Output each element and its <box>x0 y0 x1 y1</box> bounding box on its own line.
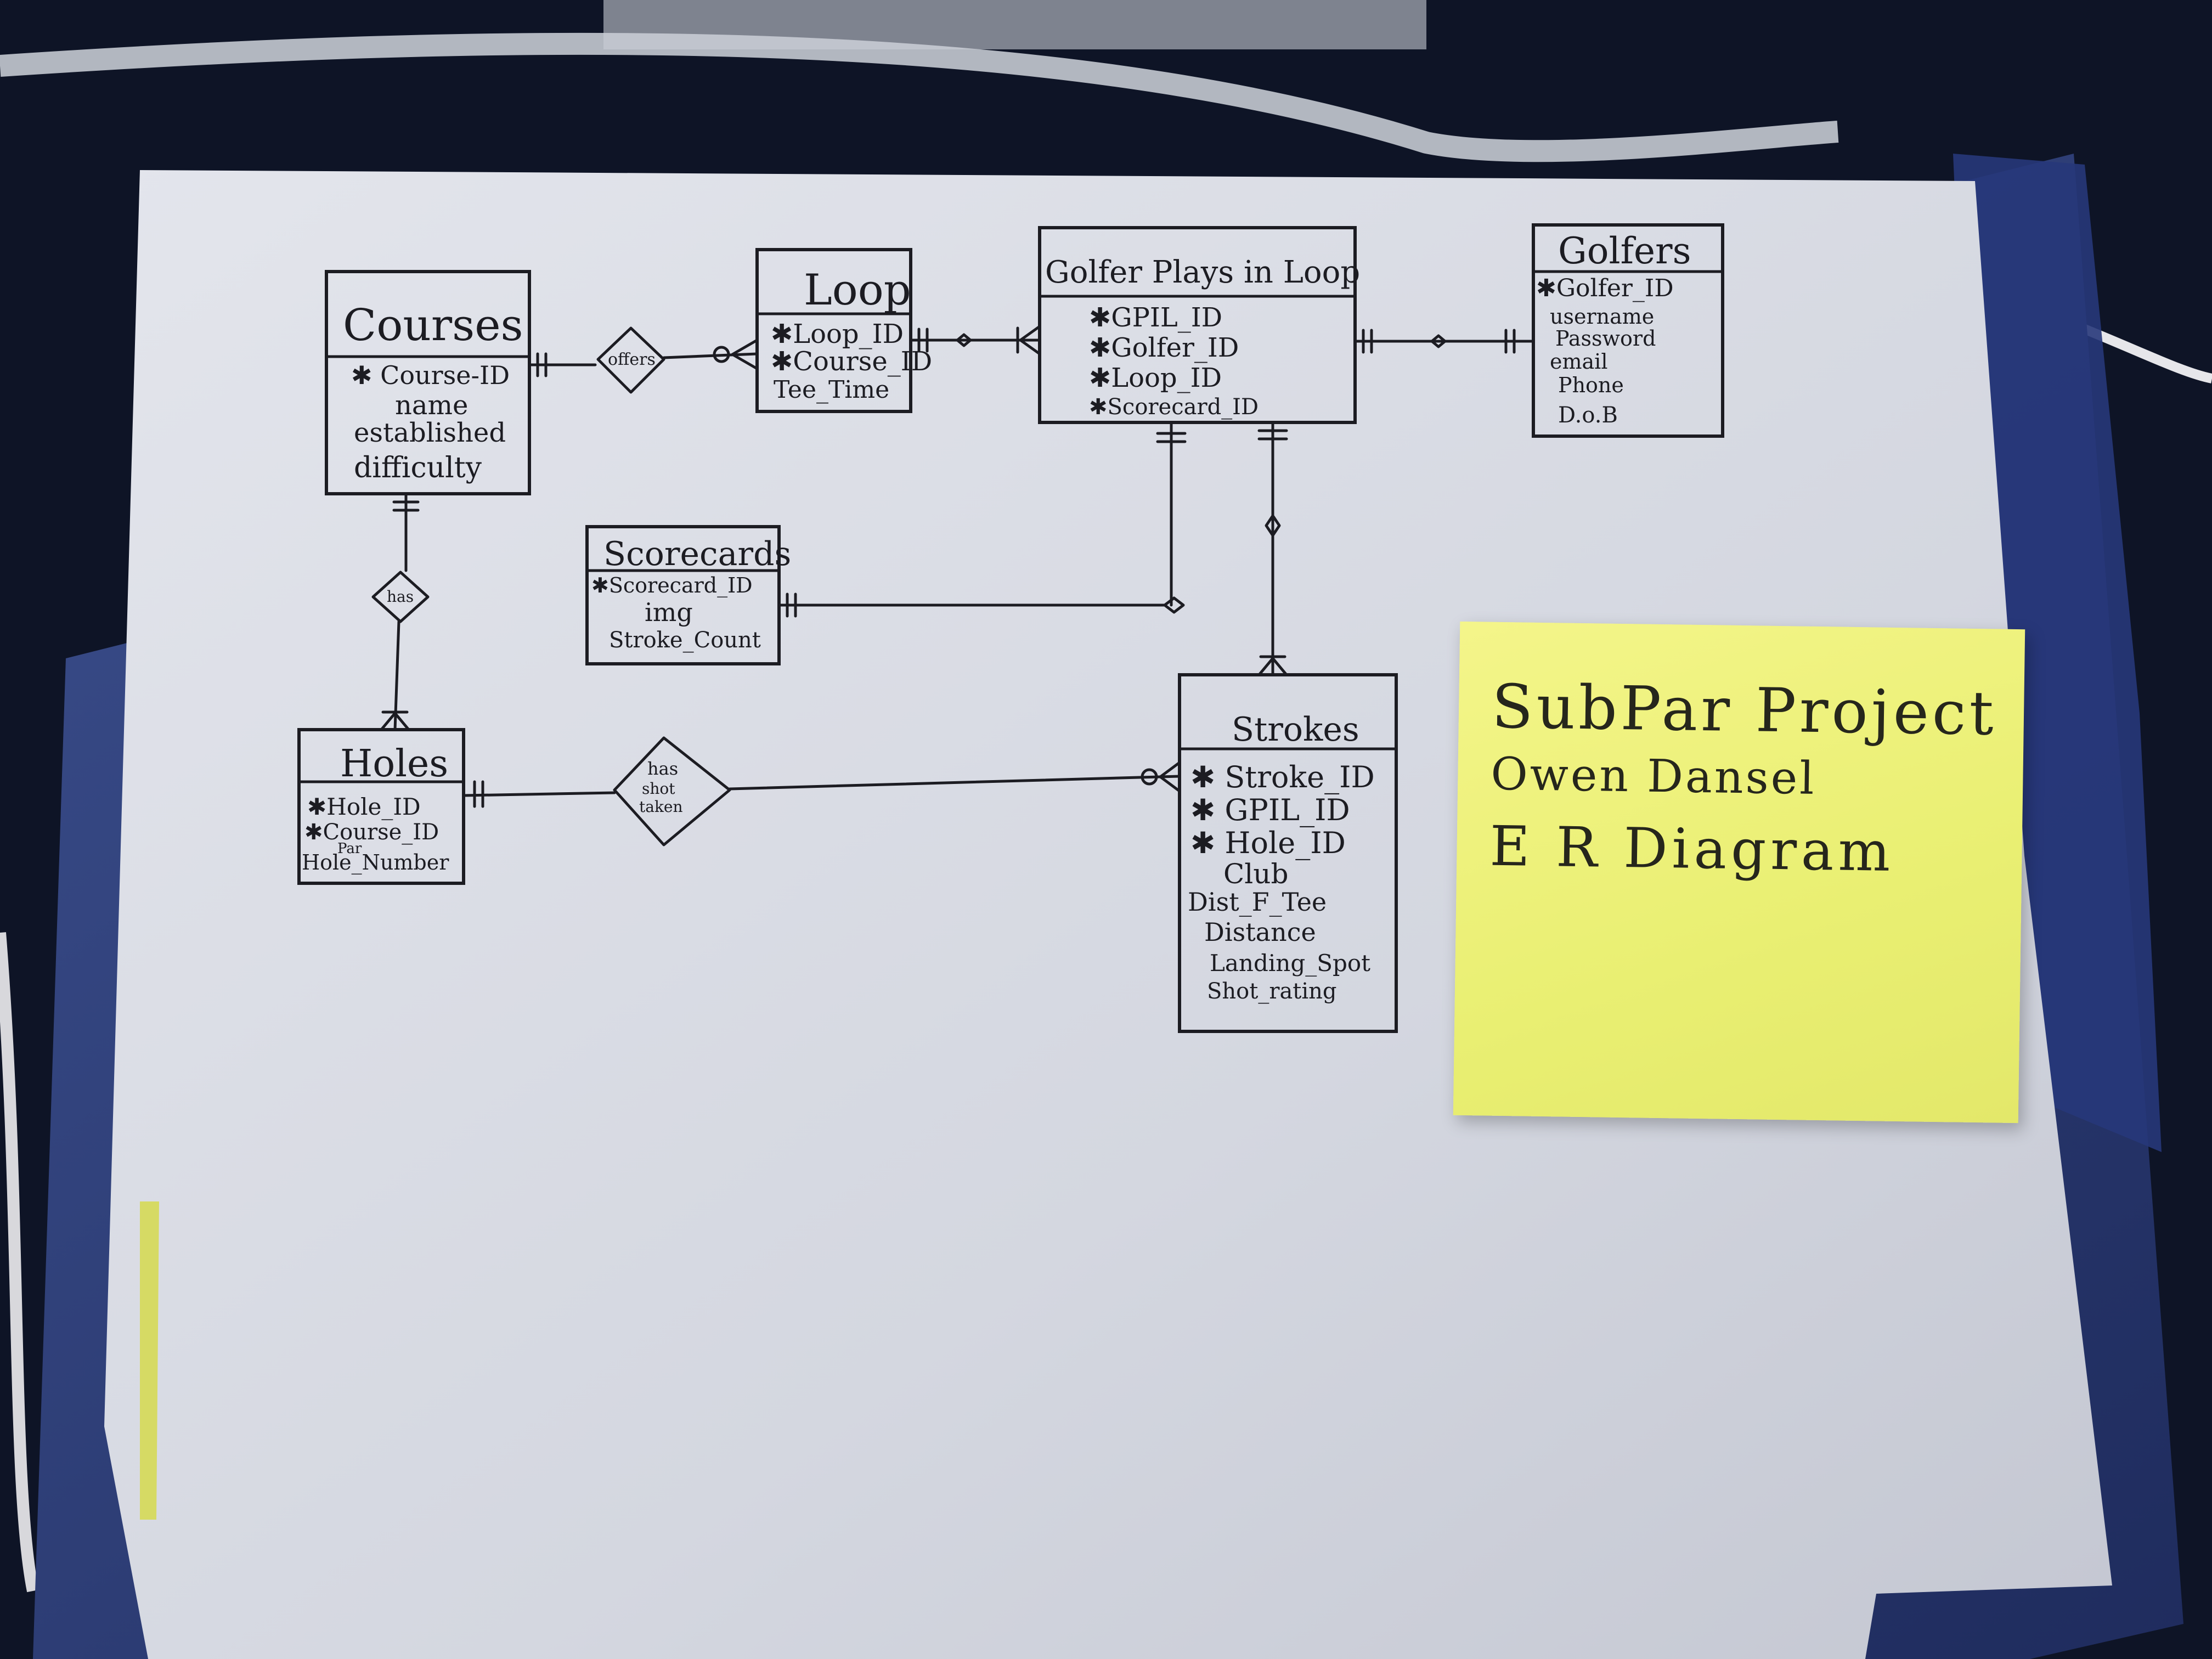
relationship-gpil-golfers <box>1353 329 1535 354</box>
relationship-label: taken <box>639 798 683 816</box>
relationship-label: has <box>647 758 678 779</box>
entity-attr: Landing_Spot <box>1210 950 1370 977</box>
entity-attr: email <box>1550 349 1607 374</box>
entity-attr: Club <box>1223 858 1288 890</box>
entity-strokes: Strokes ✱ Stroke_ID ✱ GPIL_ID ✱ Hole_ID … <box>1178 673 1398 1033</box>
sticky-note-subtitle: E R Diagram <box>1489 814 1895 884</box>
entity-attr: ✱Golfer_ID <box>1089 332 1239 363</box>
entity-holes: Holes ✱Hole_ID ✱Course_ID Par Hole_Numbe… <box>297 728 465 885</box>
relationship-has-shot-taken: has shot taken <box>462 736 1181 847</box>
entity-attr: Dist_F_Tee <box>1188 887 1327 917</box>
relationship-gpil-strokes <box>1257 421 1288 676</box>
entity-attr: Password <box>1555 326 1656 351</box>
entity-attr: Hole_Number <box>302 850 449 875</box>
entity-title: Courses <box>343 300 523 351</box>
entity-attr: ✱GPIL_ID <box>1089 302 1222 333</box>
entity-attr: ✱Hole_ID <box>307 793 421 820</box>
entity-attr: ✱Scorecard_ID <box>591 573 753 598</box>
entity-attr: ✱Course_ID <box>771 346 932 377</box>
entity-title: Loop <box>804 266 911 315</box>
entity-attr: ✱Golfer_ID <box>1536 274 1674 302</box>
entity-title: Holes <box>340 742 448 786</box>
entity-title: Scorecards <box>603 535 791 573</box>
relationship-gpil-scorecards <box>777 421 1187 618</box>
entity-attr: ✱Loop_ID <box>1089 363 1222 393</box>
sticky-note-author: Owen Dansel <box>1490 748 1817 805</box>
entity-attr: Distance <box>1204 917 1316 947</box>
relationship-label: offers <box>608 350 656 369</box>
entity-attr: ✱ Stroke_ID <box>1190 760 1375 794</box>
entity-attr: ✱Loop_ID <box>771 319 904 349</box>
entity-title: Golfers <box>1558 230 1691 272</box>
entity-attr: established <box>354 417 506 448</box>
entity-scorecards: Scorecards ✱Scorecard_ID img Stroke_Coun… <box>585 525 791 665</box>
entity-attr: username <box>1550 304 1654 329</box>
entity-attr: Shot_rating <box>1207 979 1337 1004</box>
entity-golfers: Golfers ✱Golfer_ID username Password ema… <box>1532 223 1724 438</box>
entity-attr: Par <box>337 840 362 857</box>
entity-attr: img <box>645 597 693 627</box>
entity-attr: ✱Course_ID <box>304 820 439 845</box>
entity-title: Golfer Plays in Loop <box>1045 255 1360 290</box>
entity-golfer-plays-in-loop: Golfer Plays in Loop ✱GPIL_ID ✱Golfer_ID… <box>1038 226 1360 424</box>
entity-loop: Loop ✱Loop_ID ✱Course_ID Tee_Time <box>755 248 932 413</box>
sticky-note: SubPar Project Owen Dansel E R Diagram <box>1453 621 2025 1124</box>
entity-attr: name <box>395 390 468 421</box>
sticky-note-title: SubPar Project <box>1491 671 1997 749</box>
entity-title: Strokes <box>1232 710 1359 749</box>
relationship-label: shot <box>642 780 675 798</box>
entity-attr: D.o.B <box>1558 403 1618 428</box>
entity-attr: Phone <box>1558 373 1624 397</box>
entity-attr: Stroke_Count <box>609 628 761 653</box>
relationship-has: has <box>371 492 430 731</box>
entity-courses: Courses ✱ Course-ID name established dif… <box>325 270 531 495</box>
entity-attr: Tee_Time <box>774 376 889 404</box>
relationship-offers: offers <box>528 326 759 394</box>
entity-attr: ✱ Course-ID <box>351 360 510 390</box>
entity-attr: ✱Scorecard_ID <box>1089 394 1259 420</box>
entity-attr: ✱ GPIL_ID <box>1190 793 1350 827</box>
entity-attr: difficulty <box>354 452 482 484</box>
relationship-label: has <box>387 588 414 606</box>
relationship-loop-gpil <box>909 325 1041 356</box>
entity-attr: ✱ Hole_ID <box>1190 826 1346 860</box>
